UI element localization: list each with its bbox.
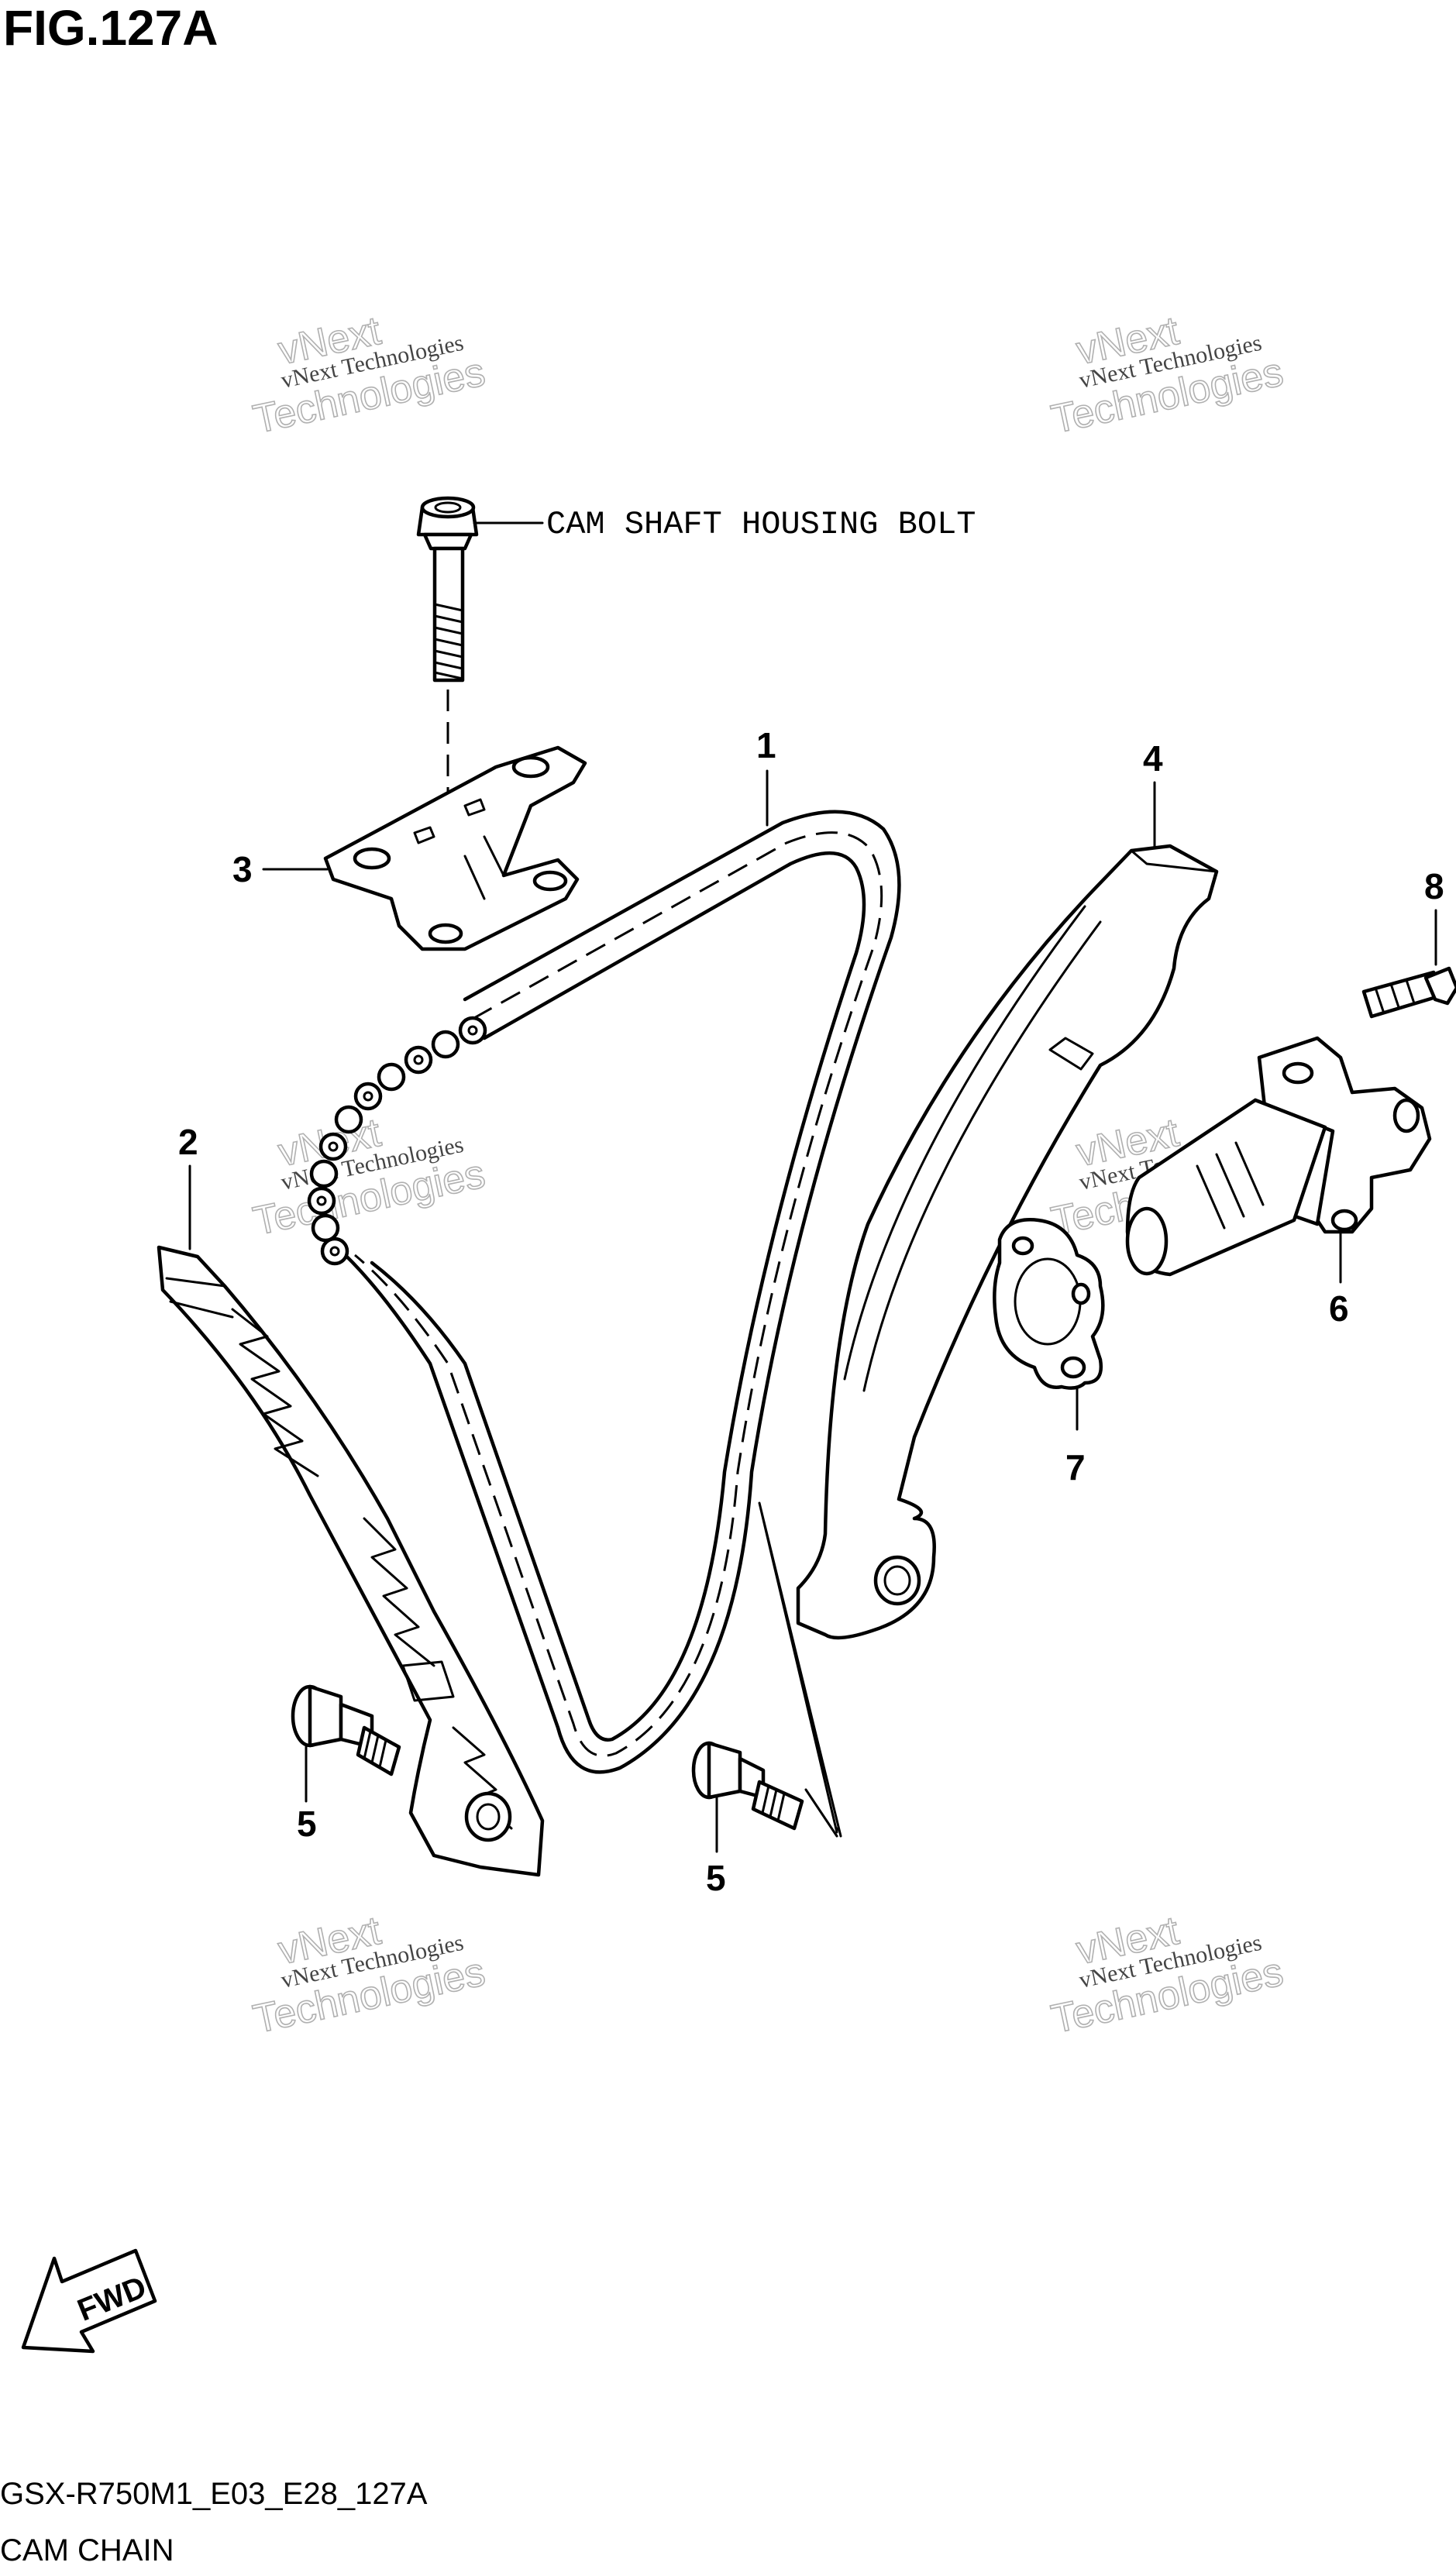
callout-3: 3: [232, 849, 253, 889]
watermark-top-left: vNext vNext Technologies Technologies: [249, 308, 490, 443]
watermark-bottom-right: vNext vNext Technologies Technologies: [1047, 1907, 1288, 2043]
callout-8: 8: [1424, 866, 1444, 906]
callout-5-right: 5: [706, 1858, 726, 1898]
callout-5-left: 5: [297, 1804, 317, 1844]
callout-6: 6: [1329, 1288, 1349, 1329]
watermark-top-right: vNext vNext Technologies Technologies: [1047, 308, 1288, 443]
callout-4: 4: [1143, 738, 1163, 779]
part-5-guide-bolt-left: [291, 1684, 401, 1776]
part-5-guide-bolt-right: [691, 1741, 804, 1831]
callout-2: 2: [178, 1122, 198, 1162]
chain-links-detail: [307, 1016, 487, 1266]
part-4-tensioner-guide: [796, 844, 1219, 1640]
assembly-reference-lines: [758, 1501, 842, 1838]
part-7-gasket: [993, 1218, 1105, 1390]
figure-title: FIG.127A: [3, 0, 218, 56]
callout-1: 1: [756, 725, 776, 765]
part-8-tensioner-bolt: [1361, 966, 1456, 1019]
part-3-guide-bracket: [323, 745, 587, 951]
figure-caption: CAM CHAIN: [0, 2533, 174, 2567]
part-1-cam-chain: [307, 810, 901, 1774]
watermark-bottom-left: vNext vNext Technologies Technologies: [249, 1907, 490, 2043]
part-2-front-chain-guide: [157, 1245, 545, 1877]
fwd-direction-arrow: FWD: [21, 2248, 157, 2354]
watermark-mid-left: vNext vNext Technologies Technologies: [249, 1109, 490, 1245]
model-code-label: GSX-R750M1_E03_E28_127A: [0, 2477, 428, 2511]
callout-7: 7: [1065, 1447, 1086, 1487]
cam-shaft-housing-bolt: [416, 496, 479, 683]
part-6-tensioner-adjuster: [1125, 1036, 1432, 1277]
bolt-note-label: CAM SHAFT HOUSING BOLT: [546, 506, 976, 543]
assembly-reference-line: [804, 1788, 838, 1838]
